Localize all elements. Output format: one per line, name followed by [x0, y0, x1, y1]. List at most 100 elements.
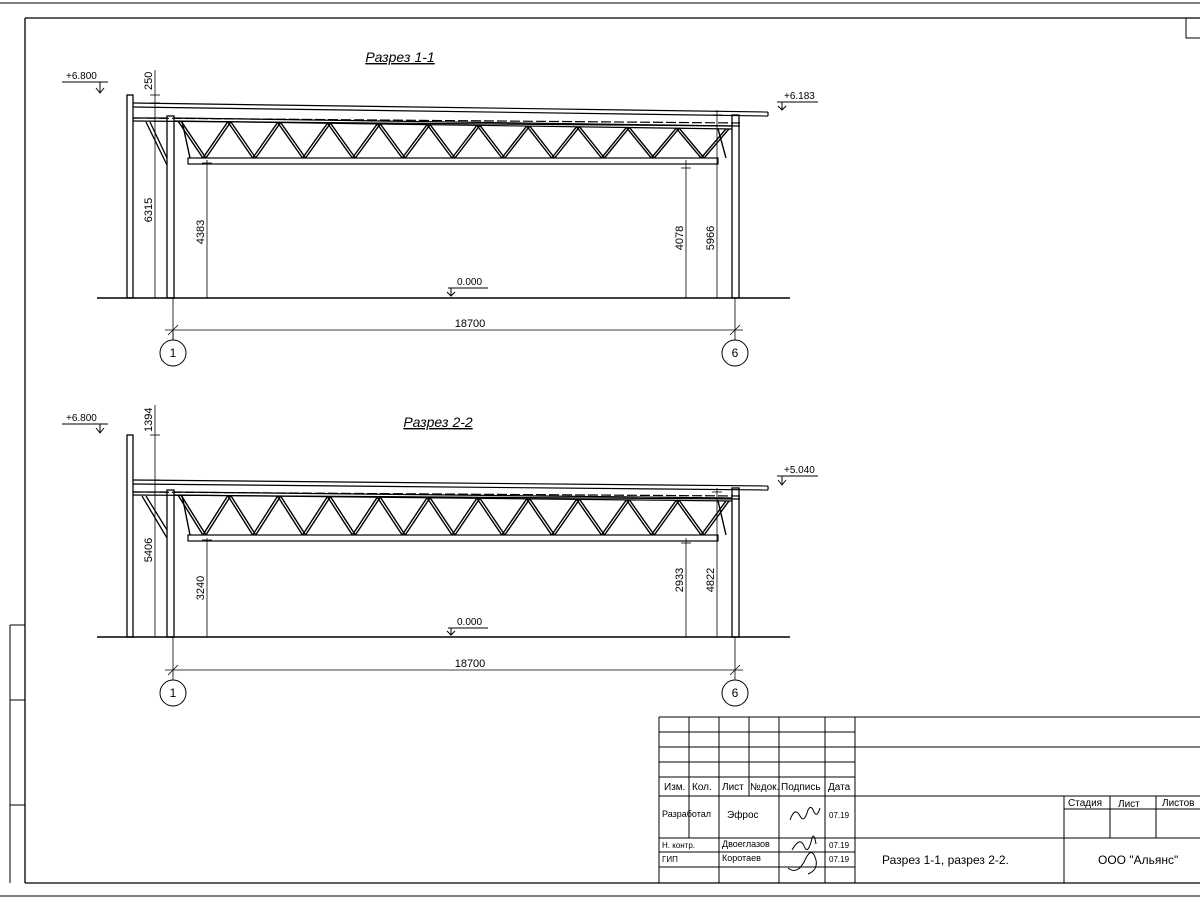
- section-1-1: Разрез 1-1 +6.800 +6.183 0.000: [62, 49, 818, 367]
- truss-diagonal: [603, 127, 630, 159]
- section-title: Разрез 2-2: [403, 414, 473, 430]
- truss-diagonal: [429, 124, 456, 159]
- level-mark-top-right: [777, 101, 818, 111]
- truss-diagonal: [551, 498, 578, 536]
- company-name: ООО "Альянс": [1098, 853, 1178, 867]
- truss-diagonal: [526, 125, 553, 159]
- sheets-label: Листов: [1162, 798, 1195, 809]
- level-mark-top-left: [62, 81, 108, 94]
- header-izm: Изм.: [664, 782, 685, 793]
- truss-diagonal: [529, 498, 556, 536]
- level-top-left-label: +6.800: [66, 413, 97, 424]
- axis-marker-left: 1: [159, 330, 187, 367]
- truss-diagonal: [451, 497, 478, 536]
- truss-web: [177, 494, 730, 536]
- level-top-left-label: +6.800: [66, 71, 97, 82]
- name-developed: Эфрос: [727, 809, 759, 821]
- dim-span: 18700: [455, 658, 486, 670]
- truss-diagonal: [628, 127, 655, 159]
- truss-diagonal: [230, 121, 257, 159]
- level-mark-ground: [446, 627, 488, 636]
- truss-diagonal: [227, 495, 254, 536]
- truss-diagonal: [703, 128, 730, 159]
- truss-diagonal: [675, 127, 702, 159]
- truss-diagonal: [351, 496, 378, 536]
- truss-diagonal: [280, 122, 307, 159]
- truss-diagonal: [451, 124, 478, 159]
- dim-left-clear-height: 3240: [195, 576, 207, 600]
- truss-diagonal: [479, 124, 506, 159]
- truss-diagonal: [575, 126, 603, 159]
- dim-right-column-height: 4822: [705, 568, 717, 592]
- level-mark-top-left: [62, 423, 108, 434]
- truss-diagonal: [625, 499, 652, 536]
- truss-diagonal: [600, 499, 627, 536]
- truss-diagonal: [628, 499, 655, 536]
- truss-diagonal: [426, 497, 453, 536]
- level-mark-ground: [446, 287, 488, 297]
- truss-diagonal: [700, 128, 727, 159]
- truss-diagonal: [280, 495, 307, 536]
- truss-diagonal: [554, 126, 581, 159]
- truss-diagonal: [252, 122, 279, 159]
- header-data: Дата: [828, 782, 851, 793]
- truss-diagonal: [401, 124, 428, 159]
- level-top-right-label: +6.183: [784, 91, 815, 102]
- level-ground-label: 0.000: [457, 617, 482, 628]
- truss-diagonal: [301, 496, 329, 536]
- sheet-label: Лист: [1118, 799, 1140, 810]
- truss-diagonal: [479, 497, 506, 536]
- axis-marker-right: 6: [721, 339, 749, 367]
- signature-norm-control: [791, 835, 817, 851]
- name-norm-control: Двоеглазов: [722, 839, 770, 849]
- truss-diagonal: [379, 123, 406, 159]
- level-mark-top-right: [777, 475, 818, 486]
- dim-left-column-height: 5406: [143, 538, 155, 562]
- role-norm-control: Н. контр.: [662, 841, 695, 850]
- truss-diagonal: [351, 123, 378, 159]
- dimension-lines: [150, 70, 743, 340]
- date-gip: 07.19: [829, 855, 850, 864]
- truss-diagonal: [551, 126, 578, 159]
- truss-diagonal: [529, 125, 556, 159]
- truss-diagonal: [304, 496, 332, 536]
- truss-diagonal: [329, 496, 356, 536]
- truss-diagonal: [277, 122, 304, 159]
- truss-diagonal: [625, 127, 652, 159]
- truss-diagonal: [429, 497, 456, 536]
- truss-diagonal: [653, 499, 680, 536]
- signature-gip: [787, 852, 817, 875]
- truss-diagonal: [526, 498, 553, 536]
- truss-diagonal: [376, 123, 403, 159]
- truss-chords: [173, 117, 733, 165]
- truss-chords: [173, 491, 733, 542]
- truss-diagonal: [600, 127, 627, 159]
- dim-right-clear-height: 4078: [674, 226, 686, 250]
- truss-diagonal: [603, 499, 630, 536]
- truss-diagonal: [301, 122, 329, 159]
- section-2-2: Разрез 2-2 +6.800 +5.040 0.000: [62, 405, 818, 707]
- truss-diagonal: [678, 127, 705, 159]
- header-list: Лист: [722, 782, 744, 793]
- truss-diagonal: [326, 122, 353, 159]
- truss-diagonal: [454, 124, 481, 159]
- truss-diagonal: [454, 497, 481, 536]
- truss-diagonal: [304, 122, 332, 159]
- dimension-lines: [150, 405, 743, 680]
- dim-left-clear-height: 4383: [195, 220, 207, 244]
- level-top-right-label: +5.040: [784, 465, 815, 476]
- dim-gap: 250: [143, 72, 155, 90]
- truss-diagonal: [277, 495, 304, 536]
- name-gip: Коротаев: [722, 853, 761, 863]
- dim-right-column-height: 5966: [705, 226, 717, 250]
- truss-diagonal: [476, 124, 503, 159]
- axis-label-left: 1: [170, 686, 177, 700]
- truss-diagonal: [376, 496, 403, 536]
- truss-diagonal: [354, 123, 381, 159]
- truss-diagonal: [227, 121, 254, 159]
- truss-diagonal: [476, 497, 503, 536]
- truss-diagonal: [501, 125, 528, 159]
- truss-diagonal: [700, 500, 727, 536]
